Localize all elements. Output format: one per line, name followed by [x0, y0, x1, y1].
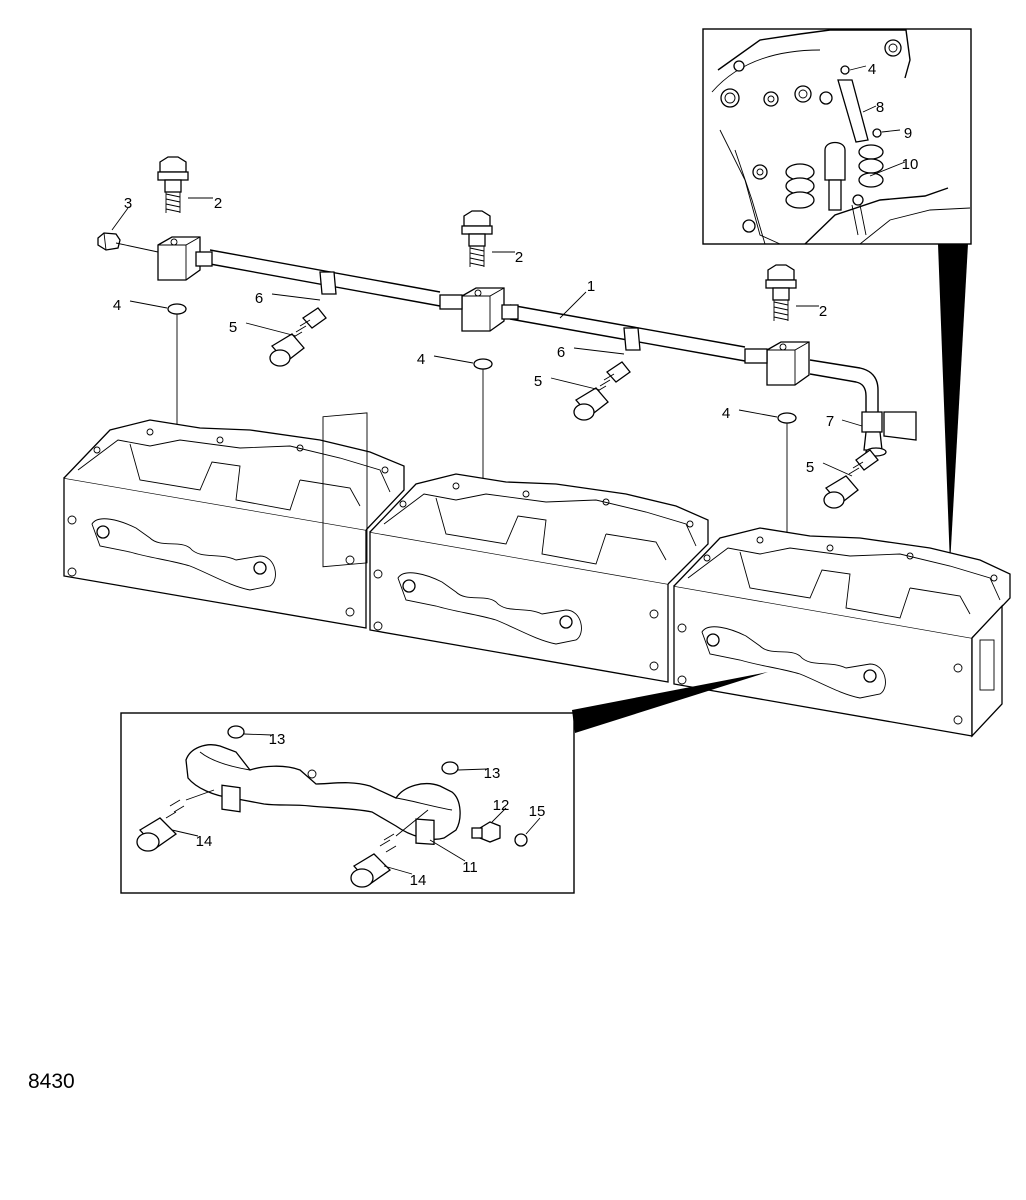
- end-plug: [97, 207, 159, 253]
- callout-c5b: 5: [534, 373, 542, 390]
- cylinder-head-3: [673, 527, 1011, 738]
- callout-c4c: 4: [722, 405, 730, 422]
- connector-stud-1: [245, 307, 327, 367]
- inset-pointer-bottom: [572, 672, 768, 733]
- o-ring-group: [129, 300, 797, 424]
- detail-inset-top: [702, 28, 972, 245]
- callout-c6b: 6: [557, 344, 565, 361]
- connector-block-3: [744, 341, 810, 386]
- detail-inset-bottom: [120, 712, 575, 894]
- cylinder-head-2: [369, 473, 709, 683]
- callout-c13b: 13: [484, 765, 501, 782]
- callout-c2b: 2: [515, 249, 523, 266]
- callout-c13a: 13: [269, 731, 286, 748]
- connector-block-2: [439, 287, 519, 332]
- callout-c14a: 14: [196, 833, 213, 850]
- callout-c8: 8: [876, 99, 884, 116]
- figure-number: 8430: [28, 1070, 75, 1093]
- callout-c6a: 6: [255, 290, 263, 307]
- callout-c4b: 4: [417, 351, 425, 368]
- callout-c5a: 5: [229, 319, 237, 336]
- callout-c2a: 2: [214, 195, 222, 212]
- connector-block-1: [157, 236, 213, 281]
- banjo-bolt-3: [765, 264, 819, 321]
- callout-c3: 3: [124, 195, 132, 212]
- inset-pointer-top: [938, 244, 968, 565]
- callout-c1: 1: [587, 278, 595, 295]
- banjo-bolt-1: [157, 156, 213, 213]
- callout-c12: 12: [493, 797, 510, 814]
- callout-c4d: 4: [868, 61, 876, 78]
- callout-c10: 10: [902, 156, 919, 173]
- callout-c9: 9: [904, 125, 912, 142]
- connector-stud-2: [550, 361, 631, 421]
- connector-stud-3: [822, 449, 879, 509]
- callout-c11: 11: [462, 859, 478, 876]
- fuel-rail-pipe: [209, 249, 879, 412]
- callout-c5c: 5: [806, 459, 814, 476]
- cylinder-head-1: [63, 412, 405, 629]
- callout-c7: 7: [826, 413, 834, 430]
- callout-c14b: 14: [410, 872, 427, 889]
- callout-c2c: 2: [819, 303, 827, 320]
- pipe-end-fitting: [841, 411, 917, 457]
- banjo-bolt-2: [461, 210, 515, 267]
- callout-c15: 15: [529, 803, 546, 820]
- callout-c4a: 4: [113, 297, 121, 314]
